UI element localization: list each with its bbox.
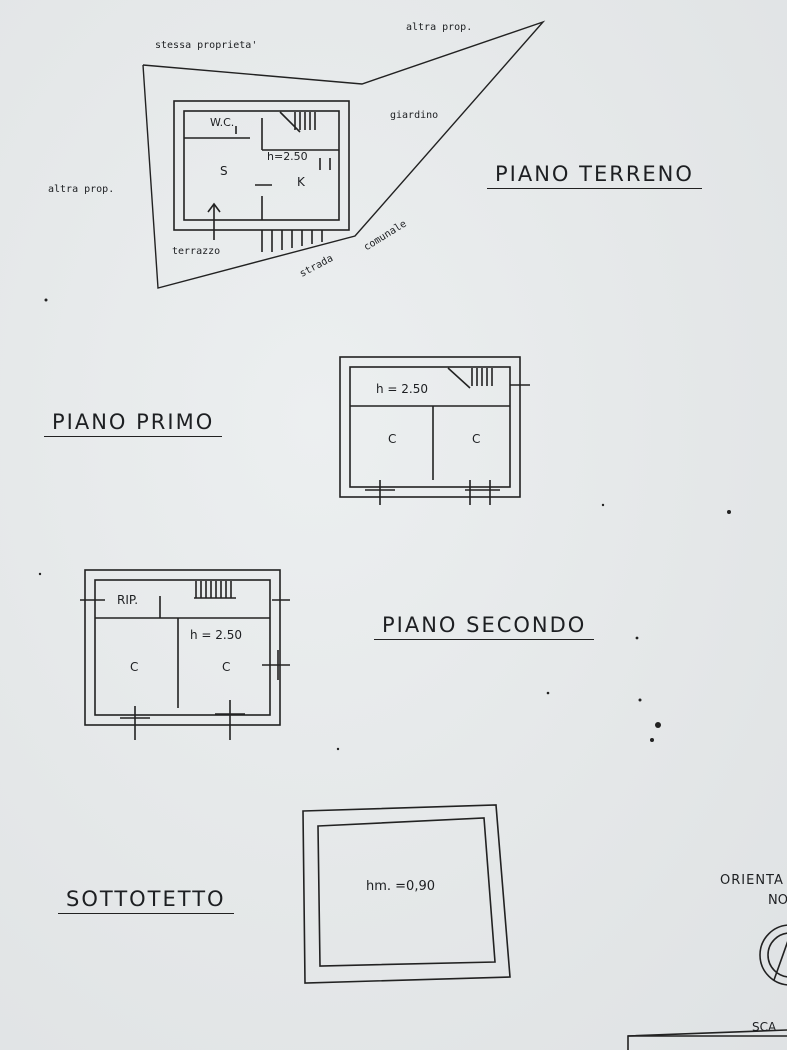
first-floor-inner (349, 366, 511, 488)
second-floor-title: PIANO SECONDO (374, 613, 595, 640)
ground-floor-title: PIANO TERRENO (487, 162, 702, 189)
attic-height-label: hm. =0,90 (366, 879, 436, 894)
first-floor-room-1: C (388, 432, 397, 446)
compass-circle (759, 924, 787, 986)
scale-label: SCA (752, 1020, 777, 1034)
second-floor-room-2: C (222, 660, 231, 674)
north-label: NO (768, 893, 787, 908)
garden-label: giardino (390, 110, 439, 121)
first-floor-title: PIANO PRIMO (44, 410, 223, 437)
storage-room-label: RIP. (117, 593, 139, 607)
first-floor-room-2: C (472, 432, 481, 446)
k-room-label: K (297, 175, 305, 189)
attic-inner (317, 817, 496, 967)
first-floor-stairs (447, 367, 493, 389)
orientation-label: ORIENTA (720, 873, 784, 888)
second-floor-inner (94, 579, 271, 716)
site-boundary (142, 20, 546, 289)
other-property-left-label: altra prop. (48, 184, 115, 195)
first-floor-height-label: h = 2.50 (376, 382, 429, 396)
s-room-label: S (220, 164, 228, 178)
second-floor-room-1: C (130, 660, 139, 674)
same-property-label: stessa proprieta' (155, 40, 258, 51)
attic-title: SOTTOTETTO (58, 887, 234, 914)
second-floor-height-label: h = 2.50 (190, 628, 243, 642)
second-floor-outer (84, 569, 281, 726)
attic-outer (302, 804, 511, 984)
other-property-top-label: altra prop. (406, 22, 473, 33)
ground-stairs (279, 111, 316, 133)
ground-height-label: h=2.50 (267, 150, 308, 163)
wc-room-label: W.C. (210, 116, 235, 129)
terrace-label: terrazzo (172, 246, 221, 257)
first-floor-outer (339, 356, 521, 498)
second-floor-stairs (194, 581, 236, 599)
